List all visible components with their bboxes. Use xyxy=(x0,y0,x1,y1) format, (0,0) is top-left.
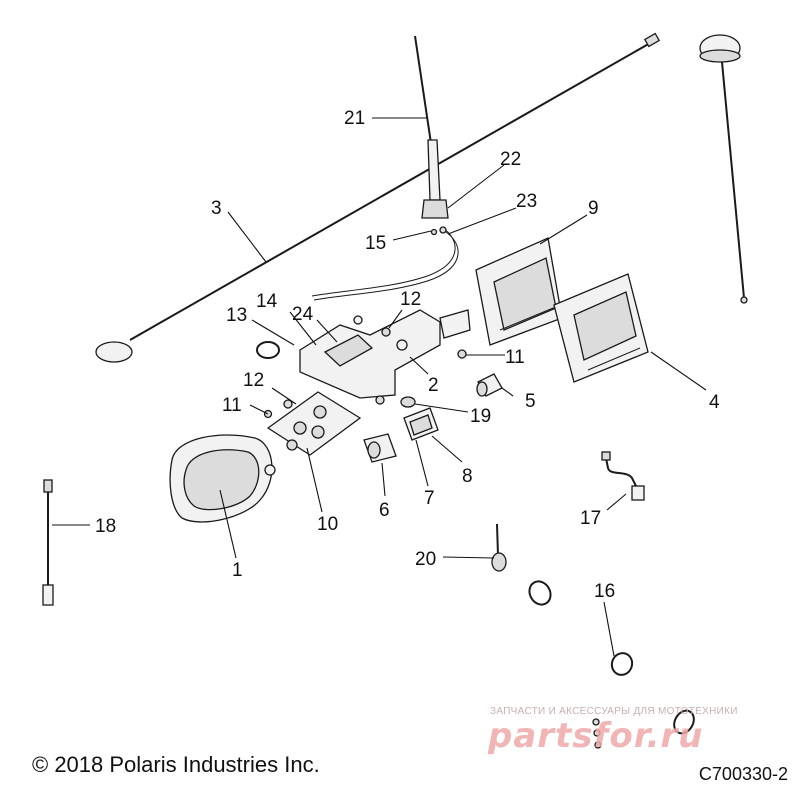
callout-1: 1 xyxy=(232,560,243,581)
callout-12-top: 12 xyxy=(400,289,421,310)
callout-5: 5 xyxy=(525,391,536,412)
callout-labels: 21 22 23 15 9 3 4 13 14 24 12 11 2 5 19 … xyxy=(95,108,720,602)
callout-23: 23 xyxy=(516,191,537,212)
callout-4: 4 xyxy=(709,392,720,413)
part-17-harness xyxy=(601,451,645,501)
callout-9: 9 xyxy=(588,198,599,219)
part-8-rocker-switch xyxy=(403,407,439,441)
callout-18: 18 xyxy=(95,516,116,537)
callout-10: 10 xyxy=(317,514,338,535)
callout-2: 2 xyxy=(428,375,439,396)
part-20-cable-tie-mount xyxy=(491,523,507,572)
part-13-seal-ring xyxy=(256,341,280,359)
part-10-switch-plate xyxy=(266,391,362,456)
part-18-sensor-rod xyxy=(42,479,54,606)
part-9-display-unit xyxy=(475,237,563,346)
part-21-whip-antenna xyxy=(414,35,449,219)
callout-16: 16 xyxy=(594,581,615,602)
callout-14: 14 xyxy=(256,291,278,312)
callout-24: 24 xyxy=(292,304,314,325)
callout-21: 21 xyxy=(344,108,365,129)
part-1-instrument-cluster xyxy=(169,434,276,523)
diagram-code: C700330-2 xyxy=(698,764,788,784)
part-19-grommet xyxy=(400,396,416,408)
callout-22: 22 xyxy=(500,149,521,170)
callout-11-left: 11 xyxy=(222,395,242,416)
watermark-tagline: ЗАПЧАСТИ И АКСЕССУАРЫ ДЛЯ МОТОТЕХНИКИ xyxy=(490,706,738,717)
part-6-ignition-switch xyxy=(363,433,397,463)
callout-3: 3 xyxy=(211,198,222,219)
part-fasteners xyxy=(263,327,467,419)
part-round-antenna-with-rod xyxy=(699,34,748,304)
callout-8: 8 xyxy=(462,466,473,487)
callout-15: 15 xyxy=(365,233,386,254)
callout-17: 17 xyxy=(580,508,601,529)
callout-7: 7 xyxy=(424,488,435,509)
leader-lines xyxy=(52,117,707,657)
part-4-display-bezel xyxy=(553,273,649,383)
callout-11-right: 11 xyxy=(505,347,525,368)
callout-19: 19 xyxy=(470,406,491,427)
callout-13: 13 xyxy=(226,305,247,326)
part-3-antenna-cable xyxy=(95,32,661,363)
part-23-coax-lead xyxy=(311,226,459,301)
callout-12-left: 12 xyxy=(243,370,264,391)
part-16-cable-ties xyxy=(528,580,695,749)
callout-20: 20 xyxy=(415,549,436,570)
copyright-notice: © 2018 Polaris Industries Inc. xyxy=(32,752,320,777)
part-5-connector xyxy=(476,373,503,397)
part-2-mounting-bracket xyxy=(299,309,471,399)
watermark-brand: partsfor.ru xyxy=(488,716,704,756)
callout-6: 6 xyxy=(379,500,390,521)
